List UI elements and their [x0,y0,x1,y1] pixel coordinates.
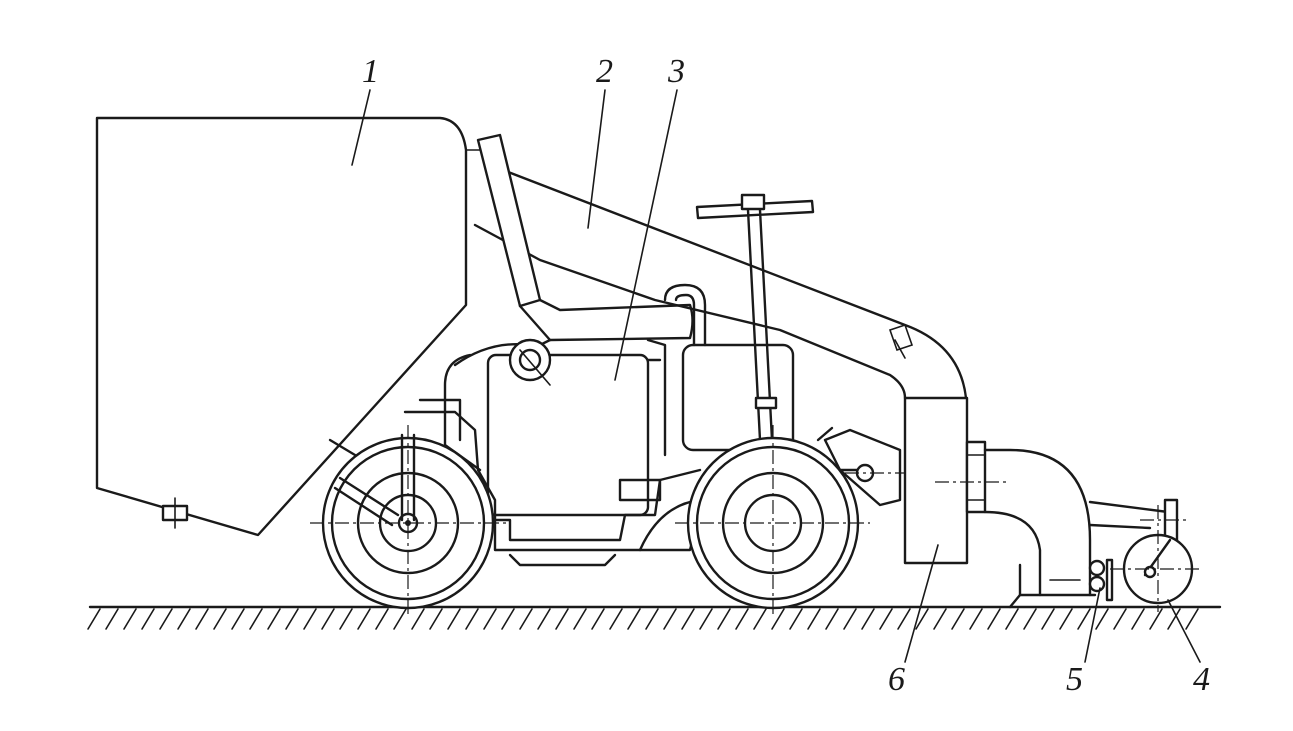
hatch-mark [267,608,281,630]
hatch-mark [735,608,749,630]
hatch-mark [1059,608,1073,630]
label-5: 5 [1066,661,1083,698]
hatch-mark [951,608,965,630]
brush-wheel [1088,498,1200,612]
steering [695,193,815,442]
hatch-mark [825,608,839,630]
hatch-mark [699,608,713,630]
hatch-mark [357,608,371,630]
hatch-mark [969,608,983,630]
hatch-mark [987,608,1001,630]
part-labels: 1 2 3 4 5 6 [362,53,1210,698]
hatch-mark [1149,608,1163,630]
front-wheel [675,425,870,615]
hatch-mark [573,608,587,630]
hatch-mark [501,608,515,630]
hatch-mark [915,608,929,630]
hatch-mark [87,608,101,630]
hatch-mark [627,608,641,630]
hatch-mark [213,608,227,630]
hatch-mark [789,608,803,630]
ground-hatching [87,608,1199,630]
hatch-mark [159,608,173,630]
hatch-mark [609,608,623,630]
hatch-mark [1041,608,1055,630]
hatch-mark [897,608,911,630]
hatch-mark [771,608,785,630]
guide-rollers [1088,558,1114,602]
hatch-mark [141,608,155,630]
hatch-mark [375,608,389,630]
hatch-mark [123,608,137,630]
hatch-mark [1095,608,1109,630]
hatch-mark [1023,608,1037,630]
hatch-mark [681,608,695,630]
hatch-mark [537,608,551,630]
label-1: 1 [362,53,379,90]
label-3: 3 [667,53,685,90]
fan-housing [903,396,1010,565]
label-2: 2 [596,53,613,90]
rear-wheel [310,425,510,615]
hatch-mark [195,608,209,630]
hatch-mark [591,608,605,630]
hatch-mark [843,608,857,630]
hatch-mark [555,608,569,630]
hatch-mark [483,608,497,630]
hatch-mark [249,608,263,630]
hatch-mark [465,608,479,630]
suction-pipe [983,448,1097,609]
hatch-mark [1131,608,1145,630]
hatch-mark [861,608,875,630]
hatch-mark [285,608,299,630]
suction-duct [473,163,968,400]
leader-lines [351,89,1201,663]
hatch-mark [177,608,191,630]
hatch-mark [429,608,443,630]
hatch-mark [339,608,353,630]
hatch-mark [1167,608,1181,630]
front-linkage [816,426,905,507]
hatch-mark [231,608,245,630]
hatch-mark [1185,608,1199,630]
fuel-tank [663,283,795,452]
hatch-mark [447,608,461,630]
hatch-mark [1077,608,1091,630]
hatch-mark [303,608,317,630]
hatch-mark [807,608,821,630]
hatch-mark [321,608,335,630]
engine-box [443,338,667,517]
hatch-mark [645,608,659,630]
label-4: 4 [1193,661,1210,698]
hatch-mark [663,608,677,630]
hatch-mark [1113,608,1127,630]
hatch-mark [753,608,767,630]
ground [87,605,1222,630]
hatch-mark [933,608,947,630]
hatch-mark [717,608,731,630]
hatch-mark [105,608,119,630]
hatch-mark [393,608,407,630]
hatch-mark [411,608,425,630]
hatch-mark [519,608,533,630]
hopper [95,116,491,537]
hatch-mark [879,608,893,630]
label-6: 6 [888,661,905,698]
hatch-mark [1005,608,1019,630]
